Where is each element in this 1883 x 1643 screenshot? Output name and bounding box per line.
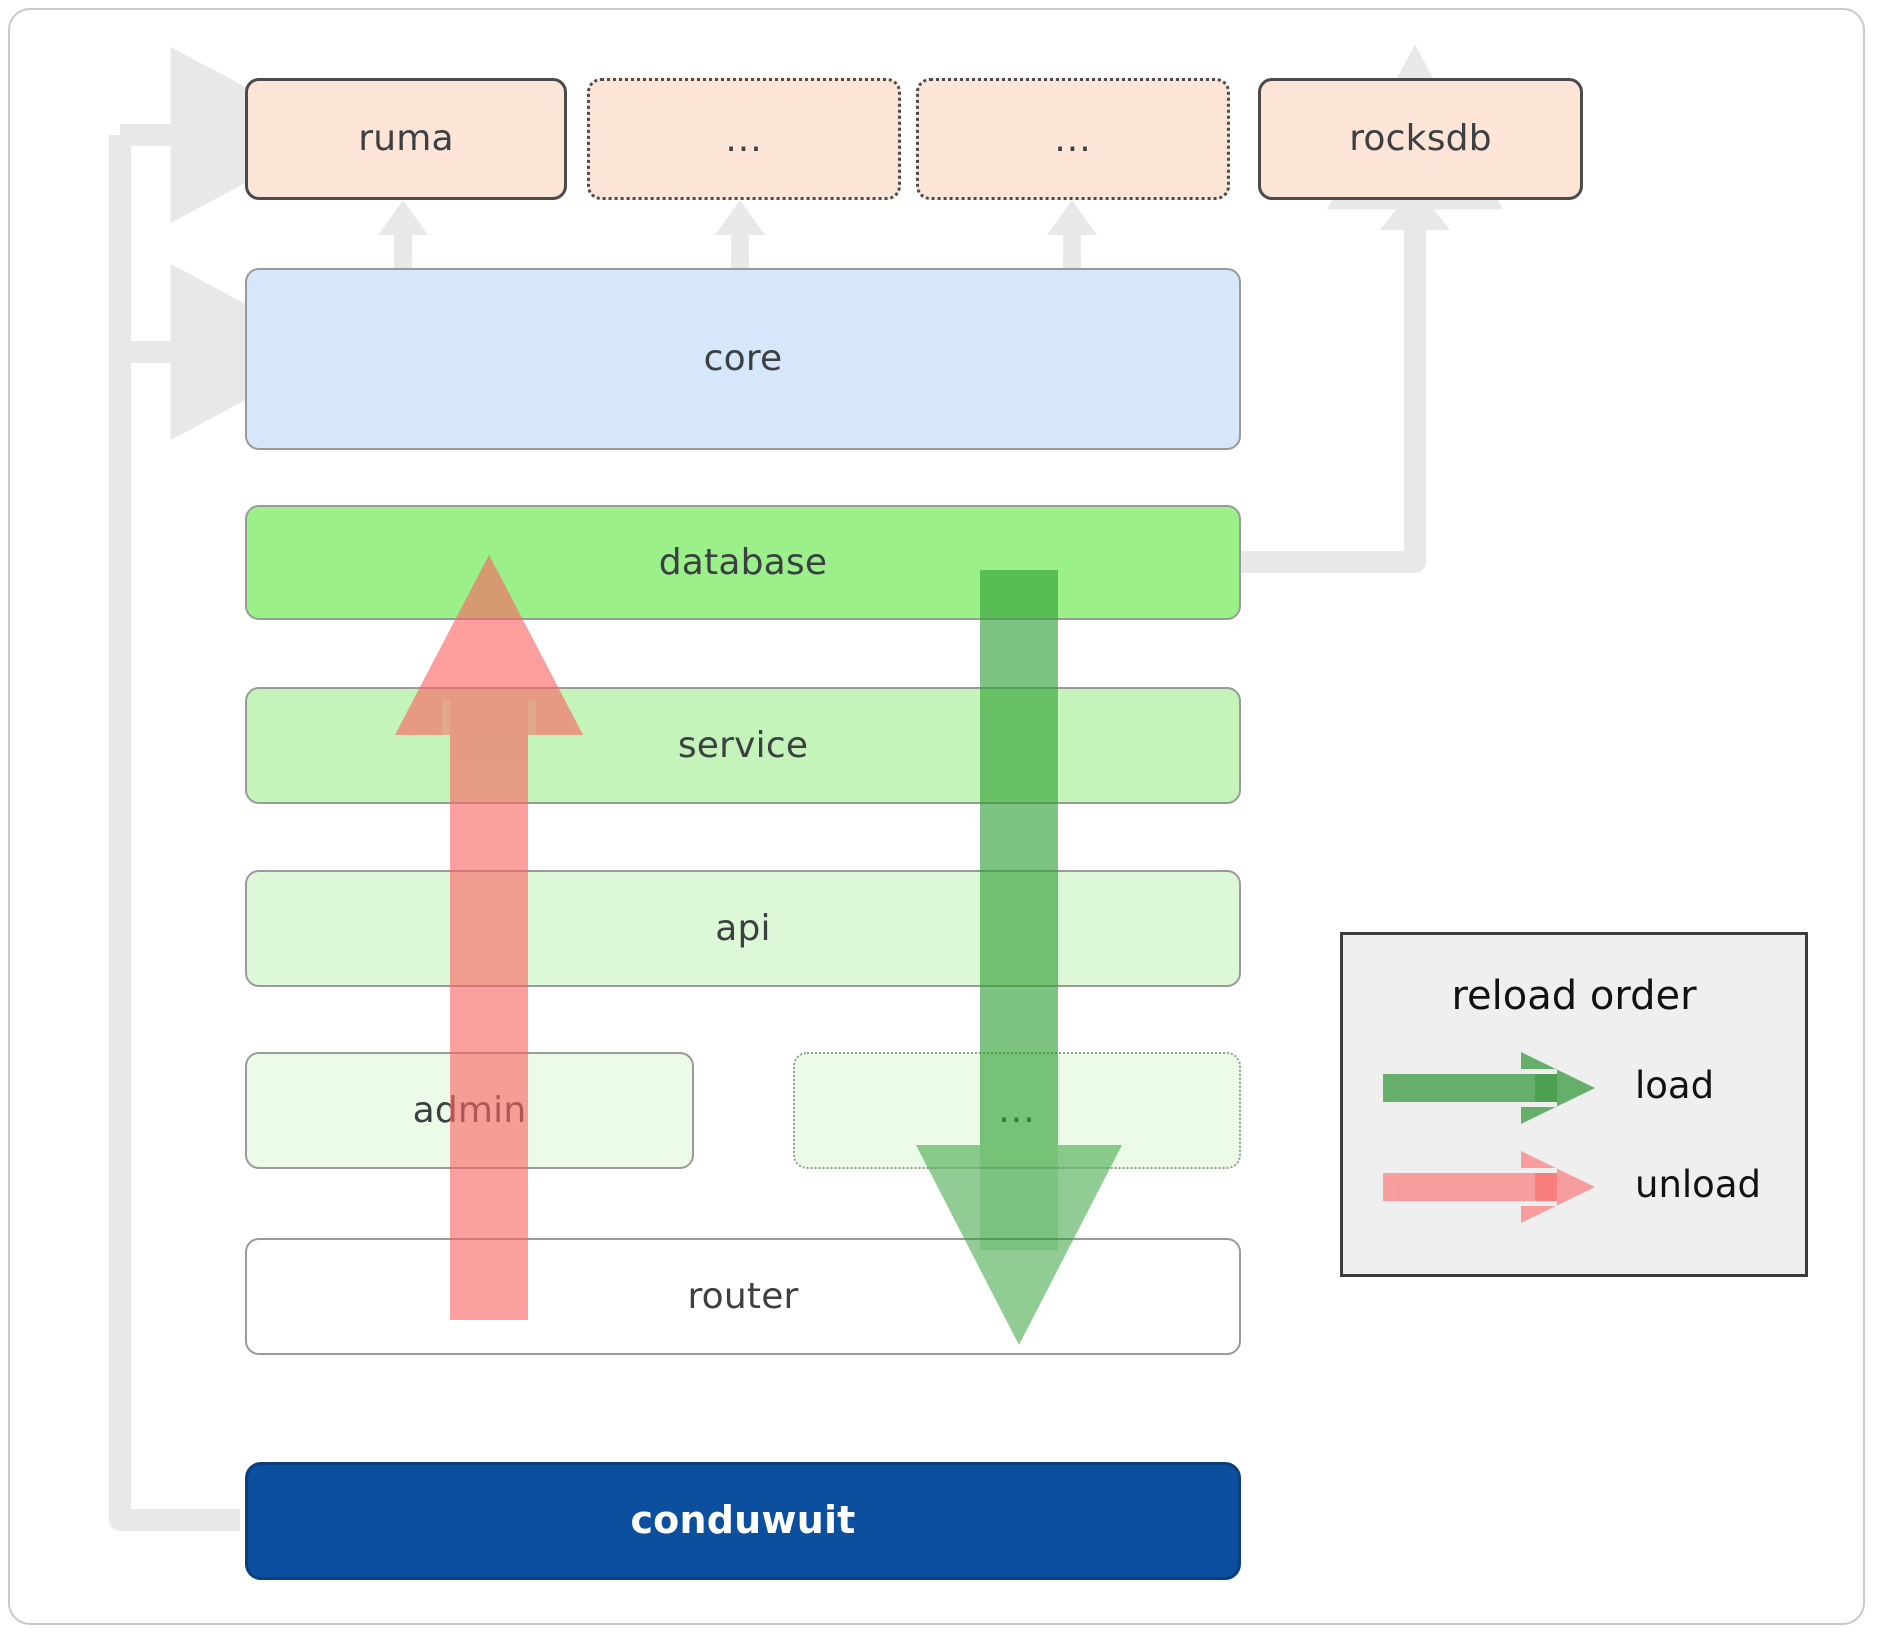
legend-title: reload order <box>1451 973 1697 1019</box>
node-service[interactable]: service <box>245 687 1241 804</box>
load-arrow-icon <box>1383 1052 1595 1124</box>
unload-arrow-icon <box>1383 1151 1595 1223</box>
crate-rocksdb[interactable]: rocksdb <box>1258 78 1583 200</box>
node-api[interactable]: api <box>245 870 1241 987</box>
connector-conduwuit-to-crates <box>109 47 336 1531</box>
legend-panel: reload order load unload <box>1340 932 1808 1277</box>
node-conduwuit[interactable]: conduwuit <box>245 1462 1241 1580</box>
crate-ellipsis-2-label: ... <box>1054 118 1092 160</box>
legend-arrow-icons <box>1383 1052 1595 1223</box>
node-core-label: core <box>703 338 783 380</box>
node-service-label: service <box>677 724 809 766</box>
node-api-label: api <box>715 907 771 949</box>
crate-ellipsis-2[interactable]: ... <box>916 78 1230 200</box>
node-admin[interactable]: admin <box>245 1052 694 1169</box>
crate-ellipsis-1-label: ... <box>725 118 763 160</box>
legend-load-label: load <box>1635 1064 1715 1107</box>
node-router-label: router <box>687 1275 799 1317</box>
node-admin-label: admin <box>412 1089 527 1131</box>
connector-database-to-rocksdb <box>1240 44 1503 573</box>
legend-unload-label: unload <box>1635 1163 1761 1206</box>
node-stack-ellipsis[interactable]: ... <box>793 1052 1241 1169</box>
node-database[interactable]: database <box>245 505 1241 620</box>
node-router[interactable]: router <box>245 1238 1241 1355</box>
crate-ruma[interactable]: ruma <box>245 78 567 200</box>
node-stack-ellipsis-label: ... <box>998 1090 1036 1131</box>
crate-ruma-label: ruma <box>358 118 454 160</box>
crate-ellipsis-1[interactable]: ... <box>587 78 901 200</box>
crate-rocksdb-label: rocksdb <box>1349 118 1492 160</box>
connector-core-to-crates <box>378 200 1097 270</box>
node-core[interactable]: core <box>245 268 1241 450</box>
node-conduwuit-label: conduwuit <box>630 1498 856 1543</box>
node-database-label: database <box>658 541 828 583</box>
